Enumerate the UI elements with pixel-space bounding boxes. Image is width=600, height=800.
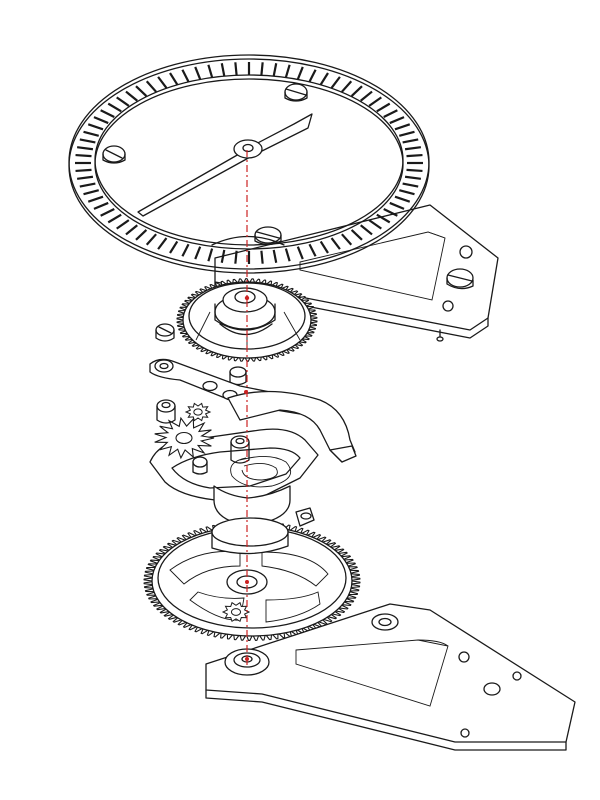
bridge-screw — [229, 366, 247, 386]
cage-post — [156, 399, 176, 424]
cock-screw — [446, 268, 474, 290]
rim-screw — [254, 226, 282, 246]
bridge-screw — [155, 323, 175, 342]
rim-screw — [102, 145, 126, 164]
rim-screw — [284, 83, 308, 102]
centre-axis — [244, 150, 250, 665]
cage-post — [230, 435, 250, 464]
escapement-cage — [149, 390, 357, 527]
balance-wheel — [68, 54, 430, 274]
mainplate — [205, 603, 576, 751]
fourth-wheel — [143, 517, 361, 641]
cage-post — [192, 456, 208, 475]
